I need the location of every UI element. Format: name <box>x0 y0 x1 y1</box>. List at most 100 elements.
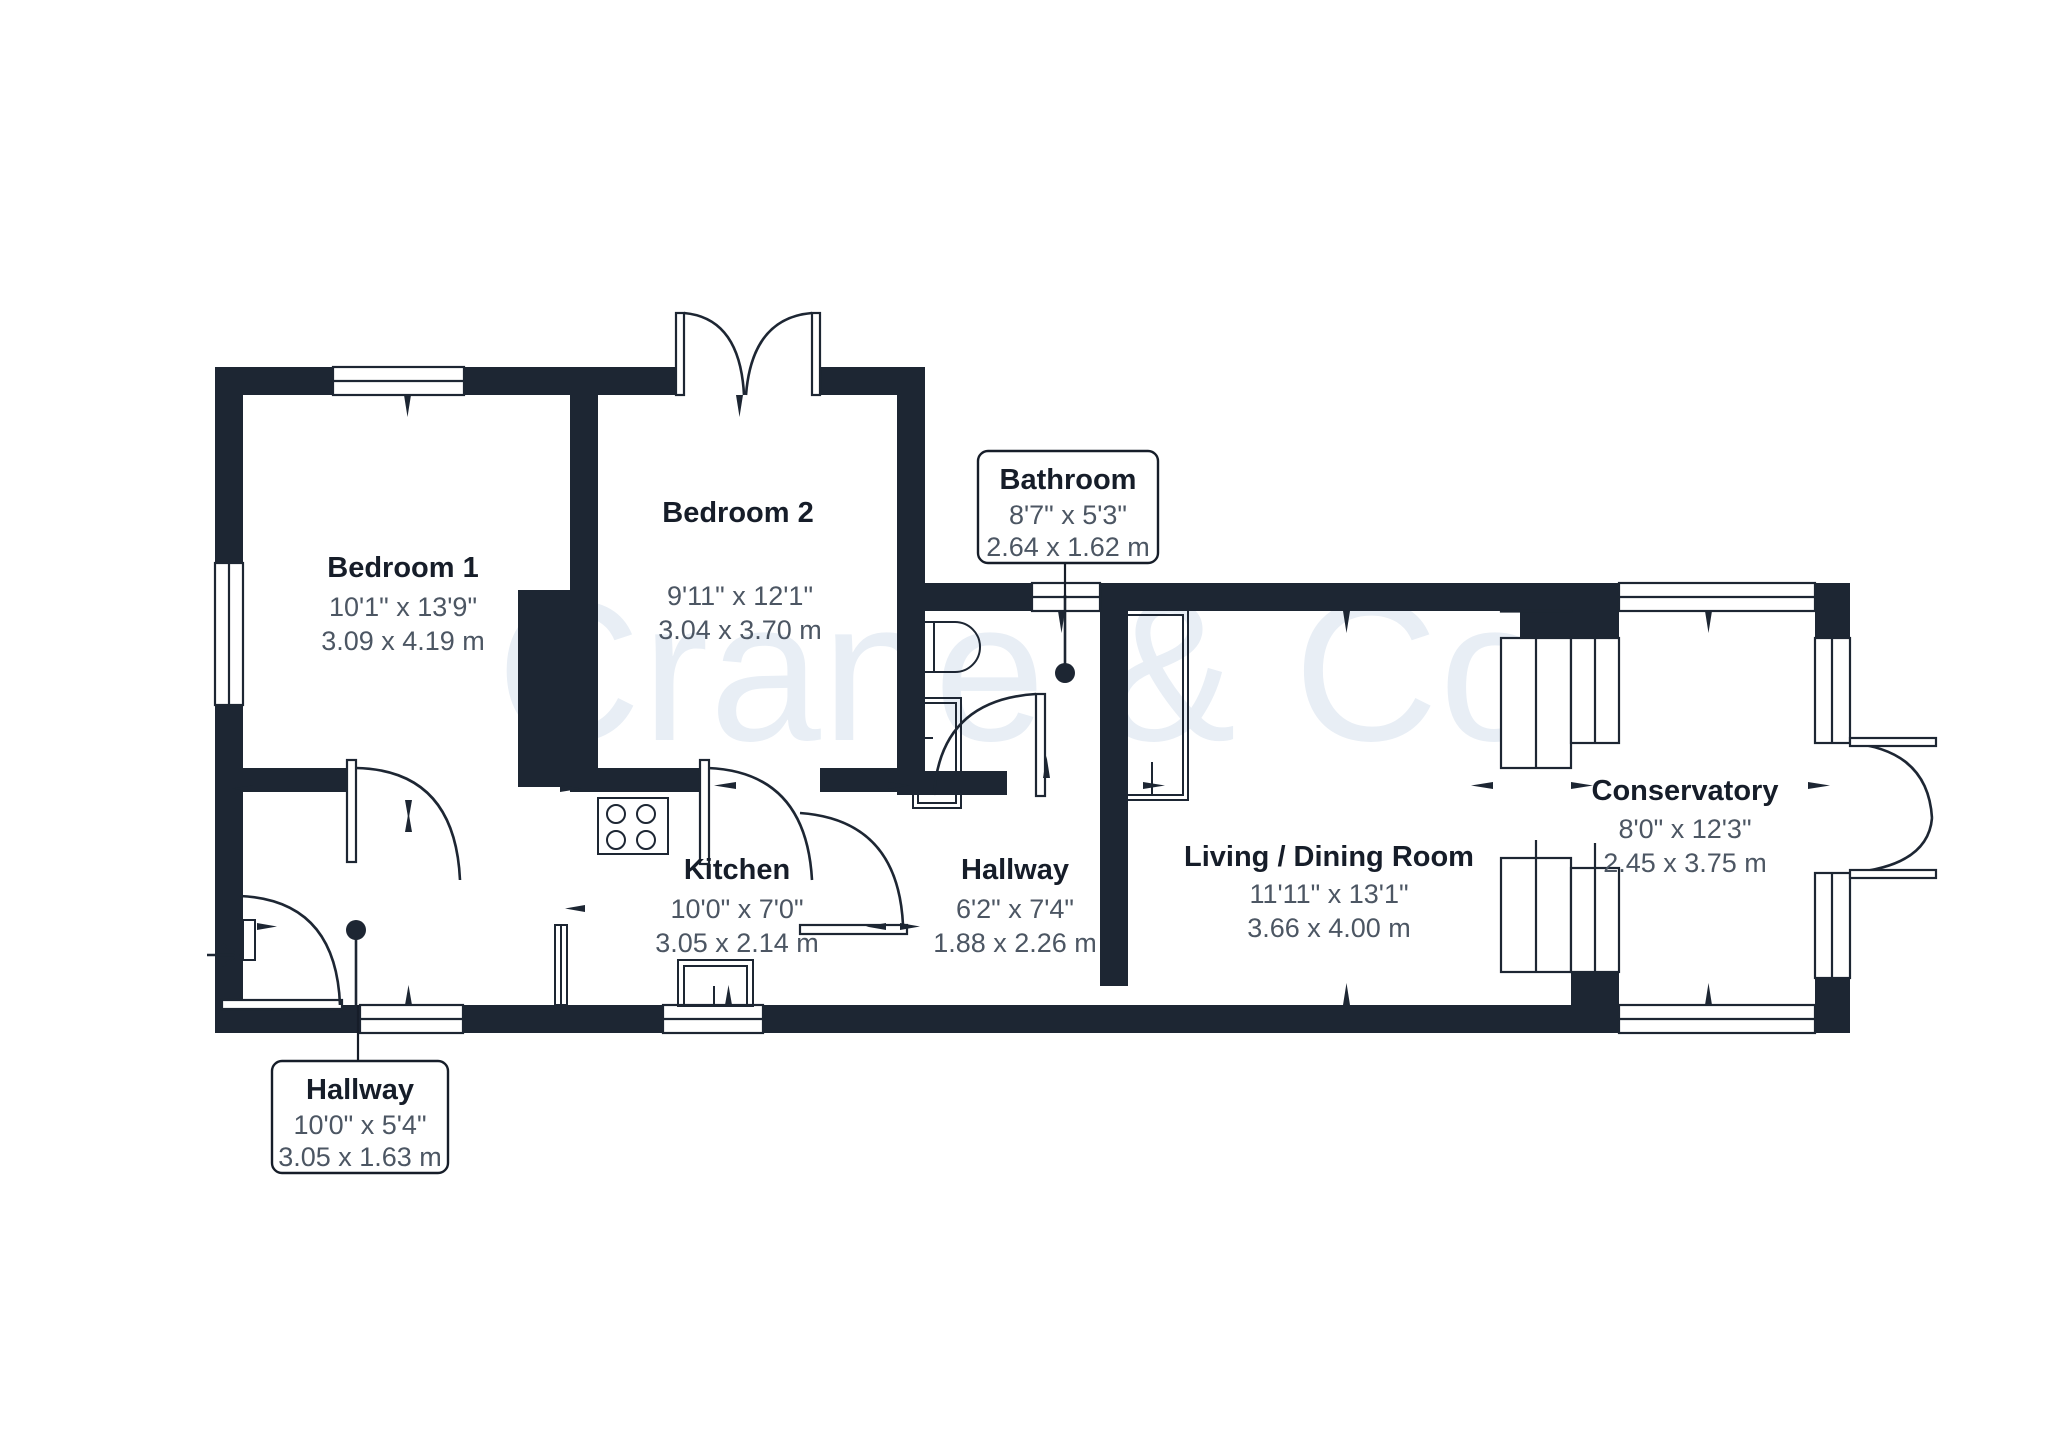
bathroom-toilet <box>912 621 981 673</box>
door-leaf-french-left <box>674 311 686 397</box>
view-marker-living-bottom <box>1343 983 1350 1005</box>
view-marker-hall-left <box>257 923 277 930</box>
view-marker-hall-bottom <box>405 985 412 1005</box>
door-arc-front <box>239 894 342 1006</box>
room-label-conservatory: Conservatory 8'0" x 12'3" 2.45 x 3.75 m <box>1592 775 1779 878</box>
view-marker-living-right <box>1471 782 1493 789</box>
door-leaf-bedroom2 <box>698 758 711 866</box>
door-leaf-cons-upper <box>1848 736 1938 748</box>
door-leaf-bathroom <box>1034 692 1047 798</box>
bathroom-basin-inner <box>917 702 957 804</box>
walls-group <box>215 367 1850 1033</box>
view-marker-cons-left <box>1571 782 1593 789</box>
door-leaf-front <box>220 998 344 1011</box>
wall-bed2-bottom-a <box>570 768 708 792</box>
room-dim-imperial: 8'7" x 5'3" <box>1009 500 1127 530</box>
door-leaf-kitchen <box>798 923 909 936</box>
room-dim-imperial: 11'11" x 13'1" <box>1249 879 1408 909</box>
room-label-living-dining: Living / Dining Room 11'11" x 13'1" 3.66… <box>1184 841 1474 943</box>
kitchen-hob <box>597 797 669 855</box>
callout-box-bathroom <box>976 449 1160 565</box>
view-marker-hall-down <box>405 800 412 820</box>
door-arc-bedroom1 <box>355 766 462 881</box>
wall-hallway-right <box>1100 771 1128 986</box>
room-name: Hallway <box>306 1074 414 1106</box>
room-label-bedroom1: Bedroom 1 10'1" x 13'9" 3.09 x 4.19 m <box>321 552 485 656</box>
room-dim-metric: 3.05 x 1.63 m <box>278 1142 442 1172</box>
door-leaf-cons-lower <box>1848 868 1938 880</box>
view-marker-living-left <box>1143 782 1165 789</box>
bathroom-bath <box>1114 609 1189 801</box>
room-dim-metric: 2.64 x 1.62 m <box>986 532 1150 562</box>
wall-bed2-right <box>897 367 925 789</box>
room-callout-bathroom: Bathroom 8'7" x 5'3" 2.64 x 1.62 m <box>976 449 1160 600</box>
room-dim-metric: 3.09 x 4.19 m <box>321 626 485 656</box>
view-marker-kitchen-bottom <box>725 985 732 1005</box>
door-arc-bathroom <box>932 692 1037 796</box>
kitchen-counter-right-inner <box>554 924 562 1006</box>
bathroom-basin <box>912 697 962 809</box>
view-marker-kitchen-left <box>565 905 585 912</box>
wall-left-bottom-run <box>215 768 243 1005</box>
door-leaf-bedroom1 <box>345 758 358 864</box>
wall-cons-left-bottom-pier <box>1571 972 1619 1033</box>
room-name: Bedroom 1 <box>327 552 478 584</box>
wall-bottom-living-right <box>1501 1005 1571 1033</box>
door-arc-cons-lower <box>1849 817 1934 875</box>
room-name: Conservatory <box>1592 775 1779 807</box>
wall-bathroom-bottom <box>897 771 1007 795</box>
kitchen-hob-burner-3 <box>606 830 626 850</box>
room-callout-hallway-entrance: Hallway 10'0" x 5'4" 3.05 x 1.63 m <box>270 1005 450 1175</box>
view-marker-bathroom <box>1058 611 1065 633</box>
kitchen-hob-burner-4 <box>636 830 656 850</box>
wall-cons-connect-top <box>1501 583 1571 611</box>
wall-bottom-d <box>1141 1005 1501 1033</box>
room-dim-metric: 3.05 x 2.14 m <box>655 928 819 958</box>
room-label-kitchen: Kitchen 10'0" x 7'0" 3.05 x 2.14 m <box>655 854 819 958</box>
wall-bottom-c <box>763 1005 1111 1033</box>
wall-bathroom-top-a <box>897 583 1032 611</box>
room-dim-imperial: 8'0" x 12'3" <box>1618 814 1751 844</box>
door-arc-french-right <box>744 311 813 396</box>
wall-bed1-recess-block <box>518 590 598 787</box>
wall-bathroom-top-b <box>1100 583 1520 611</box>
doors-group <box>220 311 1938 1011</box>
wall-bottom-pier <box>1111 1005 1141 1033</box>
door-arc-cons-upper <box>1849 741 1934 819</box>
room-name: Kitchen <box>684 854 790 886</box>
view-marker-bed1-left <box>232 785 254 792</box>
view-marker-cons-right <box>1808 782 1830 789</box>
door-arc-bedroom2 <box>707 766 814 881</box>
view-marker-kitchen-right <box>866 923 886 930</box>
view-marker-hall-up <box>405 812 412 832</box>
room-name: Hallway <box>961 854 1069 886</box>
view-marker-bed2-left <box>714 782 736 789</box>
room-dim-imperial: 10'0" x 7'0" <box>670 894 803 924</box>
fixtures-group <box>242 595 1189 1007</box>
room-name: Bathroom <box>1000 464 1137 496</box>
view-marker-bed1-top <box>404 395 411 417</box>
view-marker-bathroom-down <box>1043 756 1050 778</box>
room-dim-metric: 2.45 x 3.75 m <box>1603 848 1767 878</box>
kitchen-counter-left <box>242 919 256 961</box>
wall-cons-right-top-pier <box>1815 583 1850 638</box>
door-arc-kitchen <box>799 811 905 926</box>
view-marker-hallinner-left <box>900 923 920 930</box>
room-dim-imperial: 10'0" x 5'4" <box>293 1110 426 1140</box>
view-marker-living-top <box>1343 611 1350 633</box>
entrance-arrow <box>207 943 241 967</box>
door-leaf-french-right <box>810 311 822 397</box>
kitchen-hob-burner-1 <box>606 804 626 824</box>
window-living-top-edge <box>1499 609 1573 613</box>
room-dim-imperial: 6'2" x 7'4" <box>956 894 1074 924</box>
room-name: Bedroom 2 <box>662 497 813 529</box>
view-marker-cons-top <box>1705 611 1712 633</box>
view-marker-cons-bottom <box>1705 983 1712 1005</box>
view-markers-group <box>207 395 1830 1005</box>
wall-bottom-b <box>463 1005 663 1033</box>
wall-cons-left-top-pier <box>1571 583 1619 638</box>
wall-left-upper <box>215 367 243 563</box>
kitchen-hob-burner-2 <box>636 804 656 824</box>
room-dim-metric: 3.04 x 3.70 m <box>658 615 822 645</box>
